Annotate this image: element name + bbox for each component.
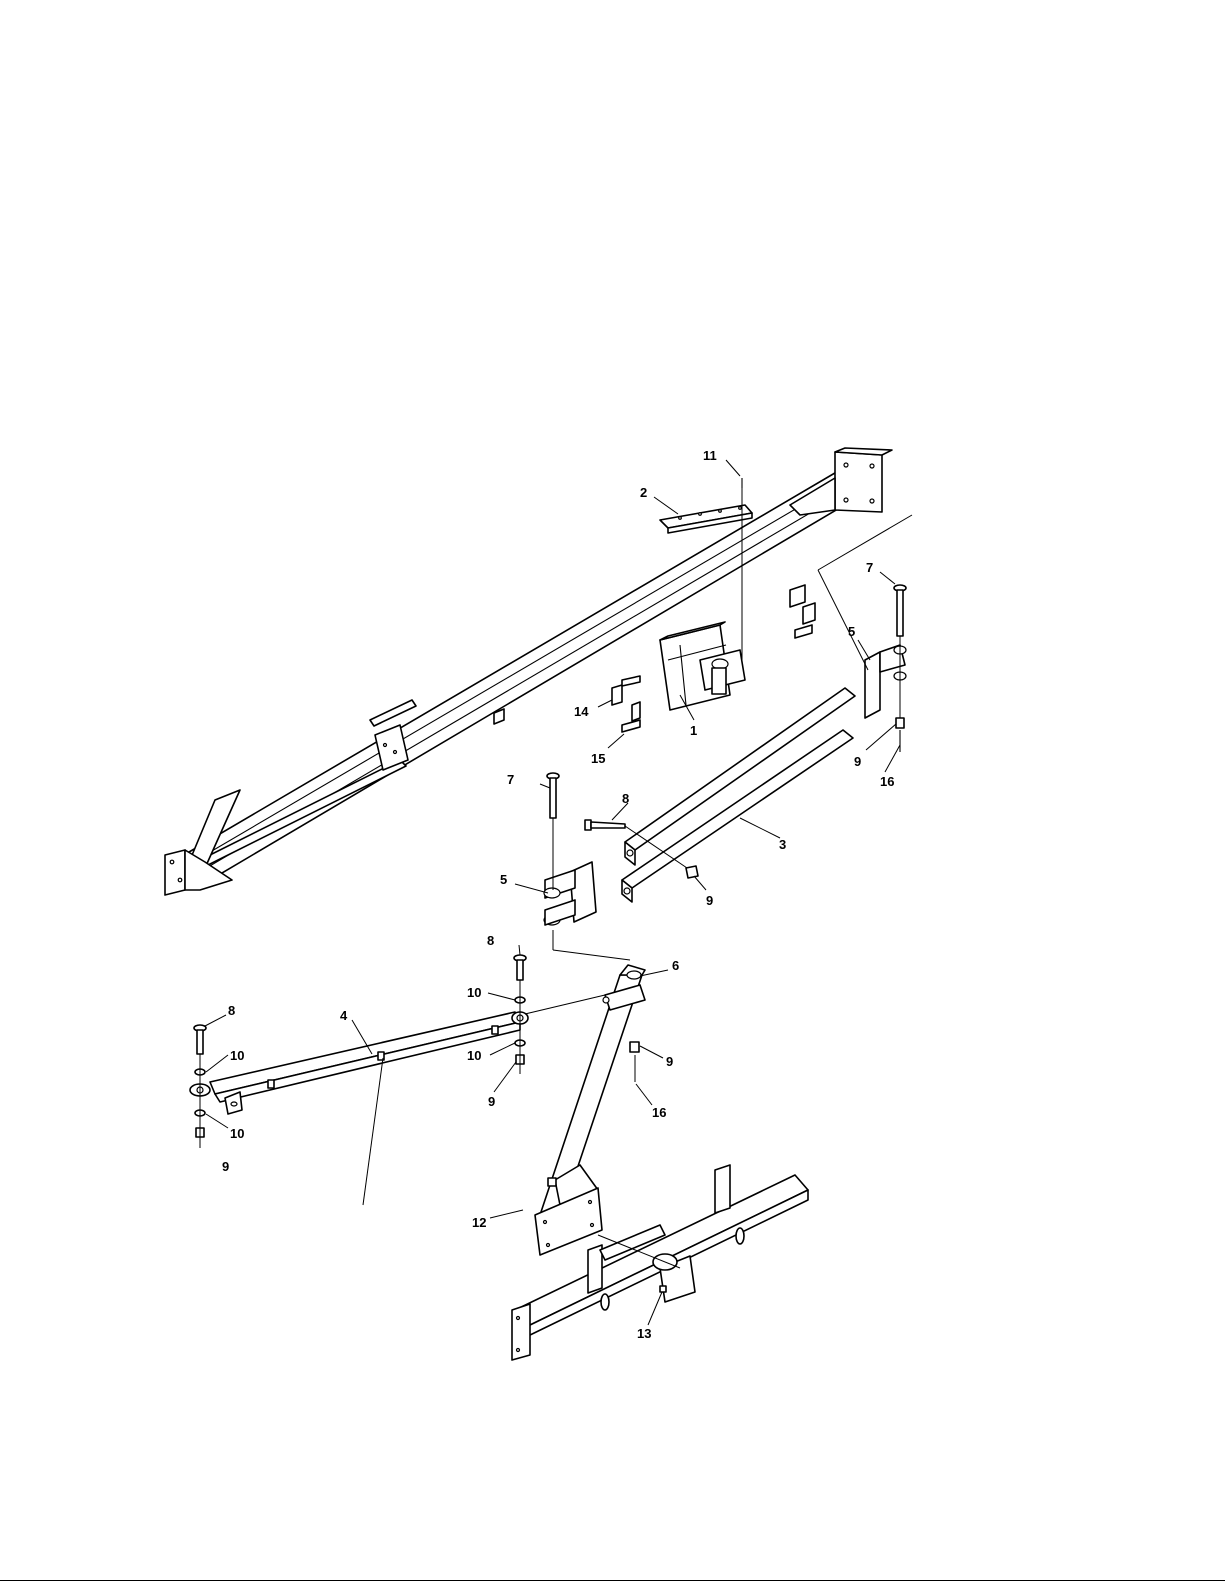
callout-9: 9 — [488, 1094, 495, 1109]
part-5-clevis-left — [544, 862, 630, 960]
part-1-mount-bracket — [660, 622, 745, 710]
callout-14: 14 — [574, 704, 589, 719]
page-bottom-rule — [0, 1580, 1225, 1581]
part-7-bolt-left — [547, 773, 559, 890]
callout-8: 8 — [228, 1003, 235, 1018]
part-4-arm — [190, 995, 605, 1205]
main-boom — [165, 448, 892, 895]
right-shims — [790, 585, 815, 638]
callout-6: 6 — [672, 958, 679, 973]
callout-13: 13 — [637, 1326, 651, 1341]
callout-5: 5 — [500, 872, 507, 887]
callout-4: 4 — [340, 1008, 348, 1023]
callout-1: 1 — [690, 723, 697, 738]
part-7-bolt-right — [894, 585, 906, 752]
callout-10: 10 — [467, 1048, 481, 1063]
callout-7: 7 — [507, 772, 514, 787]
callout-15: 15 — [591, 751, 605, 766]
part-14-shims — [612, 676, 640, 721]
callout-8: 8 — [487, 933, 494, 948]
callout-9: 9 — [706, 893, 713, 908]
callout-8: 8 — [622, 791, 629, 806]
part-3-twin-bars — [622, 688, 855, 902]
callout-10: 10 — [230, 1126, 244, 1141]
part-15-shims — [622, 720, 640, 732]
callout-16: 16 — [652, 1105, 666, 1120]
callout-5: 5 — [848, 624, 855, 639]
callout-9: 9 — [666, 1054, 673, 1069]
callout-12: 12 — [472, 1215, 486, 1230]
callout-2: 2 — [640, 485, 647, 500]
callout-9: 9 — [222, 1159, 229, 1174]
part-6-diagonal-brace — [535, 965, 645, 1255]
callout-7: 7 — [866, 560, 873, 575]
callout-11: 11 — [703, 448, 717, 463]
callout-10: 10 — [230, 1048, 244, 1063]
callout-16: 16 — [880, 774, 894, 789]
callout-9: 9 — [854, 754, 861, 769]
callout-10: 10 — [467, 985, 481, 1000]
fastener-stack-right — [630, 1042, 639, 1082]
part-2-cover-plate — [660, 505, 752, 533]
callout-3: 3 — [779, 837, 786, 852]
